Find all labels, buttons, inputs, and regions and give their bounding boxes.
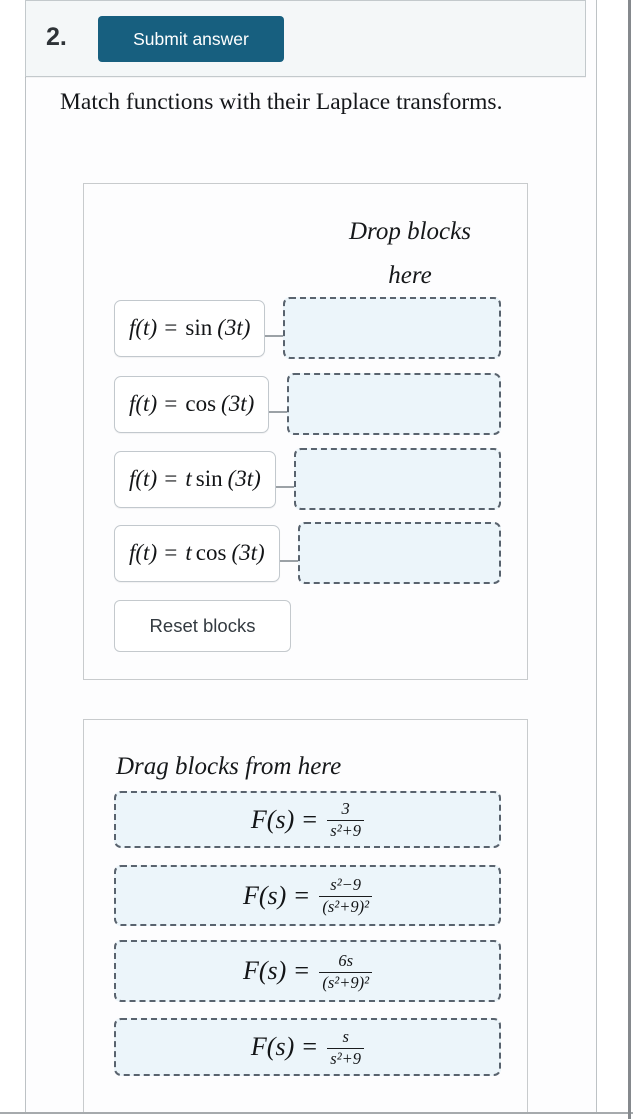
math-lhs: F(s) = <box>242 956 311 985</box>
math-arg: (3t) <box>227 466 261 491</box>
fraction-numerator: 3 <box>341 799 350 819</box>
math-lhs: f(t) = <box>129 391 179 416</box>
fraction: 6s (s²+9)² <box>319 950 373 993</box>
fraction-denominator: s²+9 <box>327 820 365 841</box>
connector-line <box>279 560 298 562</box>
math-coef: t <box>185 540 192 565</box>
match-row: f(t) = cos (3t) <box>114 373 501 435</box>
fraction-numerator: 6s <box>338 950 354 970</box>
fraction: s s²+9 <box>327 1026 365 1069</box>
formula: F(s) = 3 s²+9 <box>250 799 365 841</box>
math-arg: (3t) <box>231 540 265 565</box>
drop-zone-tcos3t[interactable] <box>297 522 501 584</box>
math-lhs: F(s) = <box>250 1032 319 1061</box>
math-lhs: f(t) = <box>129 466 179 491</box>
formula: F(s) = s s²+9 <box>250 1026 365 1069</box>
drop-panel: Drop blocks here f(t) = sin (3t) f(t) = … <box>83 183 528 680</box>
match-row: f(t) = sin (3t) <box>114 297 501 359</box>
drop-zone-cos3t[interactable] <box>287 373 501 435</box>
fraction-numerator: s <box>342 1026 349 1046</box>
reset-blocks-button[interactable]: Reset blocks <box>114 600 291 652</box>
connector-line <box>269 411 288 413</box>
math-fn: cos <box>185 391 217 416</box>
drag-block-s-over-s2plus9[interactable]: F(s) = s s²+9 <box>114 1018 501 1076</box>
fraction-denominator: (s²+9)² <box>319 896 373 917</box>
drop-header-line1: Drop blocks <box>349 218 471 245</box>
question-number: 2. <box>46 23 67 51</box>
question-header: 2. Submit answer <box>25 0 586 77</box>
function-label-cos3t: f(t) = cos (3t) <box>114 375 270 433</box>
function-label-tsin3t: f(t) = t sin (3t) <box>114 450 276 508</box>
connector-line <box>265 335 284 337</box>
fraction-denominator: s²+9 <box>327 1047 365 1069</box>
fraction: 3 s²+9 <box>327 799 365 841</box>
math-coef: t <box>185 466 192 491</box>
fraction-denominator: (s²+9)² <box>319 971 373 993</box>
connector-line <box>275 486 294 488</box>
math-arg: (3t) <box>217 315 251 340</box>
frame-right-border <box>628 0 631 1119</box>
drop-header: Drop blocks here <box>319 210 501 298</box>
math-fn: sin <box>185 315 213 340</box>
math-lhs: f(t) = <box>129 540 179 565</box>
formula: F(s) = s²−9 (s²+9)² <box>242 875 373 917</box>
math-fn: sin <box>195 466 223 491</box>
formula: F(s) = 6s (s²+9)² <box>242 950 373 993</box>
drag-header: Drag blocks from here <box>116 753 342 780</box>
question-text: Match functions with their Laplace trans… <box>60 89 503 115</box>
fraction: s²−9 (s²+9)² <box>319 875 373 917</box>
drag-block-6s-over-s2plus9sq[interactable]: F(s) = 6s (s²+9)² <box>114 940 501 1002</box>
drop-header-line2: here <box>388 262 432 289</box>
drop-zone-tsin3t[interactable] <box>293 448 501 510</box>
function-label-tcos3t: f(t) = t cos (3t) <box>114 524 280 582</box>
math-fn: cos <box>195 540 227 565</box>
math-lhs: F(s) = <box>250 804 319 834</box>
frame-bottom-border <box>0 1112 633 1114</box>
math-lhs: F(s) = <box>242 880 311 910</box>
math-arg: (3t) <box>221 391 255 416</box>
match-row: f(t) = t sin (3t) <box>114 448 501 510</box>
drag-block-3-over-s2plus9[interactable]: F(s) = 3 s²+9 <box>114 791 501 848</box>
match-row: f(t) = t cos (3t) <box>114 522 501 584</box>
drag-panel: Drag blocks from here F(s) = 3 s²+9 F(s)… <box>83 719 528 1112</box>
drop-zone-sin3t[interactable] <box>283 297 501 359</box>
submit-answer-button[interactable]: Submit answer <box>98 16 284 62</box>
drag-block-s2minus9-over-s2plus9sq[interactable]: F(s) = s²−9 (s²+9)² <box>114 865 501 926</box>
fraction-numerator: s²−9 <box>330 875 362 895</box>
function-label-sin3t: f(t) = sin (3t) <box>114 299 266 357</box>
math-lhs: f(t) = <box>129 315 179 340</box>
